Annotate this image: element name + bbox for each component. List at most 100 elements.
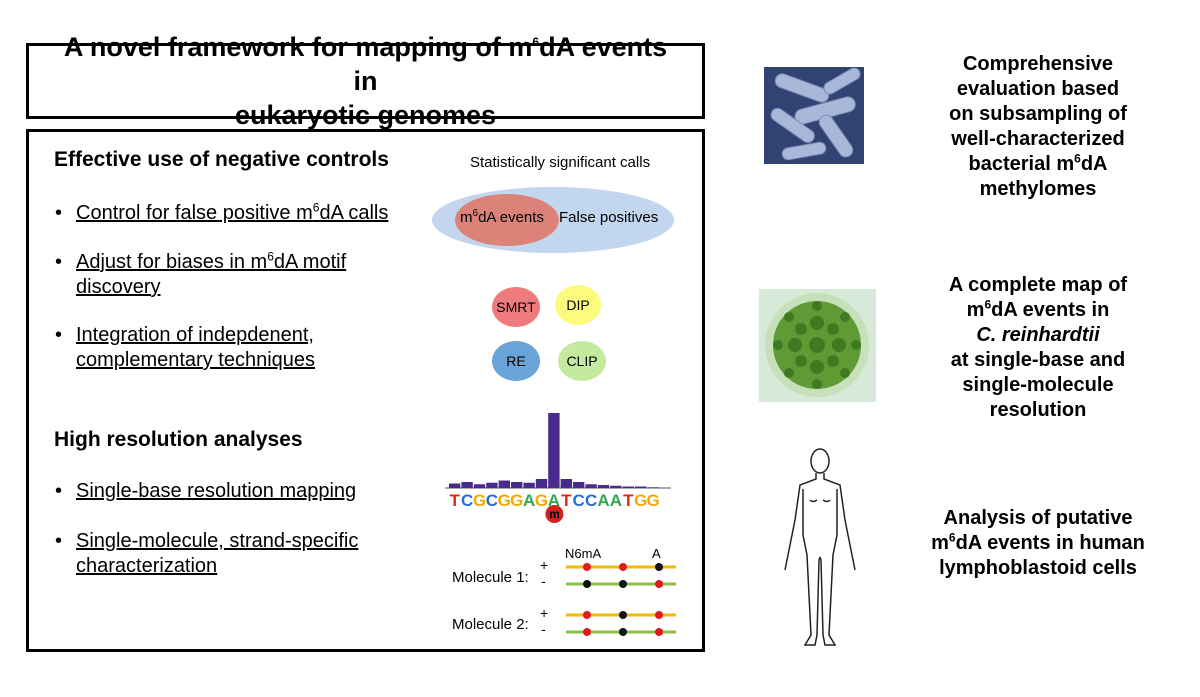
text-line: Analysis of putative bbox=[943, 507, 1133, 529]
nucleotide-letter: A bbox=[597, 491, 609, 510]
signal-bar bbox=[597, 485, 610, 488]
technique-label: DIP bbox=[566, 297, 590, 313]
nucleotide-letter: A bbox=[548, 491, 560, 510]
signal-bar bbox=[511, 482, 523, 488]
methyl-dot bbox=[583, 563, 591, 571]
text-line: well-characterized bbox=[951, 128, 1125, 150]
nucleotide-letter: C bbox=[585, 491, 597, 510]
signal-bar bbox=[449, 483, 461, 488]
unmethyl-dot bbox=[619, 580, 627, 588]
section-heading-high-resolution: High resolution analyses bbox=[54, 428, 303, 451]
section-heading-negative-controls: Effective use of negative controls bbox=[54, 148, 389, 171]
bullet-integration: • Integration of indepdenent,complementa… bbox=[55, 324, 316, 371]
signal-bar bbox=[498, 480, 510, 488]
unmethyl-dot bbox=[583, 580, 591, 588]
molecule-1-label: Molecule 1: bbox=[452, 569, 529, 586]
nucleotide-letter: C bbox=[573, 491, 585, 510]
unmethyl-dot bbox=[619, 628, 627, 636]
text-line: Comprehensive bbox=[962, 53, 1114, 75]
molecule-strands bbox=[566, 563, 676, 636]
bacteria-micrograph bbox=[764, 67, 864, 164]
nucleotide-letter: A bbox=[610, 491, 622, 510]
molecule-1-plus: + bbox=[540, 557, 549, 573]
nucleotide-letter: T bbox=[623, 491, 634, 510]
nucleotide-letter: T bbox=[450, 491, 461, 510]
nucleotide-letter: A bbox=[523, 491, 535, 510]
text-line: A complete map of bbox=[948, 274, 1128, 296]
technique-dip: DIP bbox=[555, 285, 601, 325]
text-line: resolution bbox=[989, 399, 1087, 421]
nucleotide-letter: G bbox=[498, 491, 511, 510]
signal-bar bbox=[473, 484, 486, 488]
methyl-dot bbox=[655, 611, 663, 619]
signal-bar bbox=[622, 486, 634, 488]
text-line: lymphoblastoid cells bbox=[939, 557, 1137, 579]
signal-bar bbox=[461, 482, 473, 488]
nucleotide-letter: G bbox=[646, 491, 659, 510]
text-line: single-molecule bbox=[962, 374, 1114, 396]
title-box: A novel framework for mapping of m6dA ev… bbox=[26, 32, 705, 130]
technique-label: SMRT bbox=[496, 299, 536, 315]
signal-bar bbox=[560, 479, 572, 488]
main-panel bbox=[26, 129, 705, 652]
molecule-2-plus: + bbox=[540, 605, 549, 621]
venn-outer-label: False positives bbox=[559, 209, 659, 226]
venn-title: Statistically significant calls bbox=[470, 154, 651, 171]
signal-bar bbox=[647, 487, 659, 488]
a-label: A bbox=[652, 546, 661, 561]
venn-inner-label: m6dA events bbox=[460, 208, 544, 227]
nucleotide-letter: G bbox=[634, 491, 647, 510]
nucleotide-letter: G bbox=[510, 491, 523, 510]
n6ma-label: N6mA bbox=[565, 546, 602, 561]
right-block-human: Analysis of putative m6dA events in huma… bbox=[918, 506, 1158, 581]
bullet-false-positive: • Control for false positive m6dA calls bbox=[55, 200, 389, 224]
text-line: evaluation based bbox=[956, 78, 1120, 100]
text-line: at single-base and bbox=[950, 349, 1126, 371]
page-title: A novel framework for mapping of m6dA ev… bbox=[63, 32, 668, 130]
text-line: m6dA events in bbox=[966, 297, 1110, 321]
unmethyl-dot bbox=[655, 563, 663, 571]
m6da-events-ellipse bbox=[455, 194, 559, 246]
species-name: C. reinhardtii bbox=[976, 324, 1100, 346]
signal-bar bbox=[573, 482, 585, 488]
signal-bar bbox=[635, 486, 647, 488]
methyl-dot bbox=[619, 563, 627, 571]
text-line: bacterial m6dA bbox=[968, 151, 1108, 175]
signal-bar bbox=[548, 413, 560, 488]
signal-bar bbox=[535, 479, 548, 488]
nucleotide-letter: C bbox=[461, 491, 473, 510]
methyl-dot bbox=[655, 628, 663, 636]
technique-label: CLIP bbox=[566, 353, 598, 369]
molecule-1-minus: - bbox=[541, 573, 546, 589]
venn-diagram bbox=[432, 187, 674, 253]
methyl-dot bbox=[655, 580, 663, 588]
nucleotide-letter: C bbox=[486, 491, 498, 510]
nucleotide-letter: G bbox=[473, 491, 486, 510]
methylation-marker bbox=[545, 505, 564, 523]
text-line: methylomes bbox=[979, 178, 1097, 200]
methylation-marker-label: m bbox=[549, 507, 560, 521]
signal-bar bbox=[486, 482, 498, 488]
bullet-single-base: • Single-base resolution mapping bbox=[55, 480, 357, 502]
molecule-2-label: Molecule 2: bbox=[452, 616, 529, 633]
chlamydomonas-micrograph bbox=[759, 289, 876, 402]
nucleotide-letter: G bbox=[535, 491, 548, 510]
text-line: m6dA events in human bbox=[931, 530, 1145, 554]
molecule-2-minus: - bbox=[541, 621, 546, 637]
right-block-chlamydomonas: A complete map of m6dA events in C. rein… bbox=[918, 273, 1158, 423]
signal-bar bbox=[585, 484, 597, 488]
methyl-dot bbox=[583, 628, 591, 636]
nucleotide-letter: T bbox=[561, 491, 572, 510]
signal-bar bbox=[610, 485, 622, 488]
human-figure bbox=[784, 448, 856, 646]
text-line: on subsampling of bbox=[949, 103, 1127, 125]
technique-label: RE bbox=[506, 353, 526, 369]
right-block-bacteria: Comprehensive evaluation based on subsam… bbox=[918, 52, 1158, 202]
unmethyl-dot bbox=[619, 611, 627, 619]
technique-re: RE bbox=[492, 341, 540, 381]
methyl-dot bbox=[583, 611, 591, 619]
signal-bar bbox=[523, 482, 535, 488]
